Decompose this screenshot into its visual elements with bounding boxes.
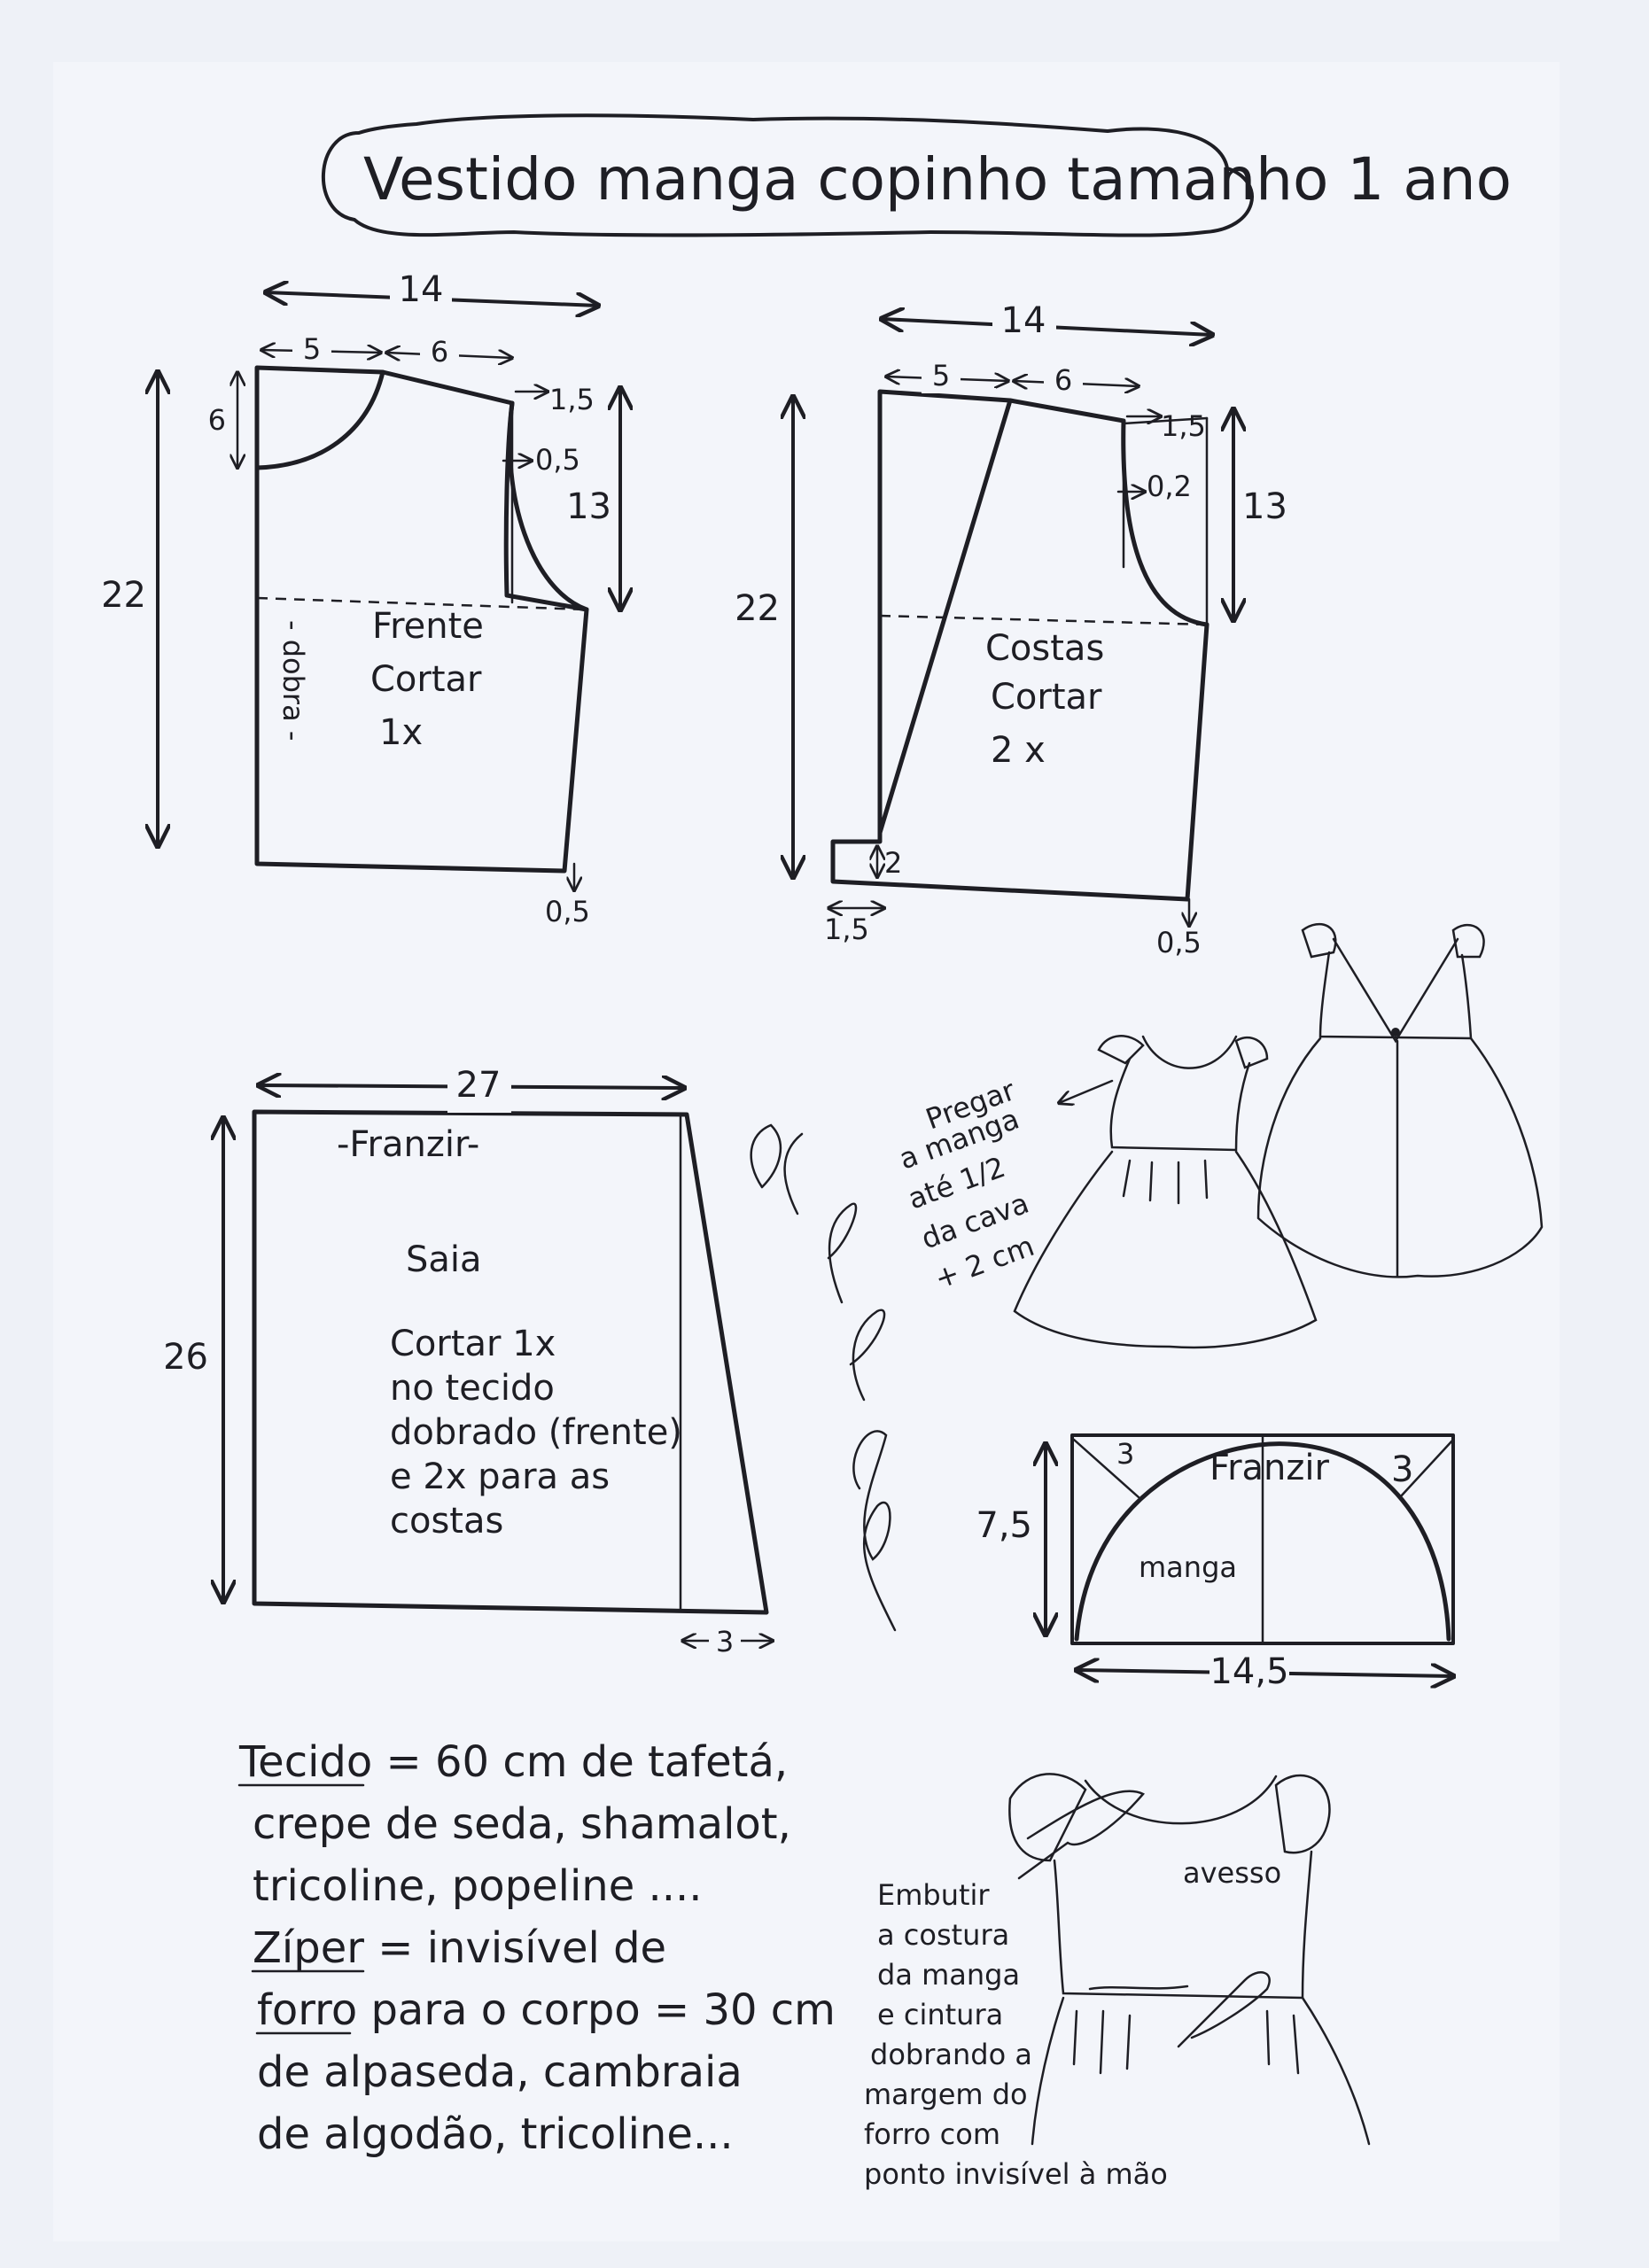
front-neck-depth: 6 <box>208 403 226 437</box>
title-banner: Vestido manga copinho tamanho 1 ano <box>322 113 1512 237</box>
svg-text:a costura: a costura <box>877 1918 1009 1952</box>
back-extension-width: 1,5 <box>824 913 869 946</box>
dress-back-illustration <box>1256 922 1544 1278</box>
front-qty: 1x <box>379 712 423 753</box>
back-armhole-inset: 0,2 <box>1147 470 1192 503</box>
front-shoulder-width: 6 <box>431 335 448 369</box>
skirt-instr-3: dobrado (frente) <box>390 1412 682 1453</box>
materials-line-4: Zíper = invisível de <box>253 1923 666 1973</box>
svg-text:dobrando a: dobrando a <box>870 2038 1032 2071</box>
materials-line-1: Tecido = 60 cm de tafetá, <box>238 1737 788 1787</box>
back-bodice: 14 5 6 22 13 1,5 0,2 Costas Cortar 2 x 2… <box>735 297 1287 959</box>
back-hem-offset: 0,5 <box>1156 926 1202 959</box>
skirt-instr-5: costas <box>390 1501 503 1542</box>
sew-note: Embutir a costura da manga e cintura dob… <box>864 1878 1168 2191</box>
inside-label: avesso <box>1183 1856 1281 1890</box>
front-fold: - dobra - <box>276 620 310 741</box>
skirt-length: 26 <box>163 1337 208 1378</box>
back-width: 14 <box>1001 300 1046 341</box>
sleeve-label: manga <box>1139 1550 1237 1584</box>
back-armhole-depth: 13 <box>1242 486 1287 527</box>
svg-text:e cintura: e cintura <box>877 1998 1003 2031</box>
dress-inside-illustration: avesso <box>1008 1773 1371 2146</box>
materials-line-3: tricoline, popeline .... <box>253 1861 703 1911</box>
materials-line-7: de algodão, tricoline... <box>257 2109 734 2159</box>
front-cut: Cortar <box>370 659 482 700</box>
svg-text:forro com: forro com <box>864 2117 1000 2151</box>
sleeve-piece: 3 3 Franzir manga 7,5 14,5 <box>976 1433 1453 1694</box>
front-bodice: 14 5 6 6 22 13 1,5 0,5 - dobra - Frente … <box>101 266 620 928</box>
page-title: Vestido manga copinho tamanho 1 ano <box>363 145 1512 214</box>
skirt-instr-4: e 2x para as <box>390 1456 610 1497</box>
front-armhole-depth: 13 <box>566 486 611 527</box>
sleeve-corner-left: 3 <box>1116 1437 1134 1471</box>
back-neck-width: 5 <box>932 359 950 392</box>
front-length: 22 <box>101 575 146 616</box>
svg-text:ponto invisível à mão: ponto invisível à mão <box>864 2157 1168 2191</box>
designer-signature <box>750 1123 897 1632</box>
skirt-label: Saia <box>406 1239 482 1280</box>
skirt-flare: 3 <box>716 1625 734 1658</box>
svg-text:Embutir: Embutir <box>877 1878 990 1912</box>
front-label: Frente <box>372 606 484 647</box>
front-width: 14 <box>399 269 444 310</box>
back-shoulder-drop: 1,5 <box>1161 409 1206 443</box>
back-cut: Cortar <box>991 677 1102 718</box>
back-label: Costas <box>985 628 1104 669</box>
materials-line-6: de alpaseda, cambraia <box>257 2047 743 2097</box>
materials-line-5: forro para o corpo = 30 cm <box>257 1985 836 2035</box>
skirt-piece: 27 26 -Franzir- Saia Cortar 1x no tecido… <box>163 1061 773 1660</box>
svg-text:margem do: margem do <box>864 2078 1028 2111</box>
sleeve-height: 7,5 <box>976 1505 1032 1546</box>
back-shoulder-width: 6 <box>1054 363 1072 397</box>
skirt-gather: -Franzir- <box>337 1124 479 1165</box>
front-armhole-inset: 0,5 <box>535 443 580 477</box>
sleeve-corner-right: 3 <box>1391 1449 1413 1490</box>
sleeve-width: 14,5 <box>1210 1651 1288 1692</box>
dress-front-illustration <box>1013 1035 1318 1349</box>
skirt-instr-2: no tecido <box>390 1368 555 1409</box>
back-qty: 2 x <box>991 730 1046 771</box>
front-shoulder-drop: 1,5 <box>549 383 595 416</box>
svg-text:da manga: da manga <box>877 1958 1020 1992</box>
materials-line-2: crepe de seda, shamalot, <box>253 1799 791 1849</box>
front-neck-width: 5 <box>303 332 321 366</box>
back-length: 22 <box>735 588 780 629</box>
back-extension-height: 2 <box>884 846 902 880</box>
materials-list: Tecido = 60 cm de tafetá, crepe de seda,… <box>237 1737 836 2159</box>
front-hem-offset: 0,5 <box>545 895 590 928</box>
skirt-width: 27 <box>456 1065 502 1106</box>
skirt-instr-1: Cortar 1x <box>390 1324 556 1364</box>
sleeve-gather: Franzir <box>1210 1448 1330 1488</box>
